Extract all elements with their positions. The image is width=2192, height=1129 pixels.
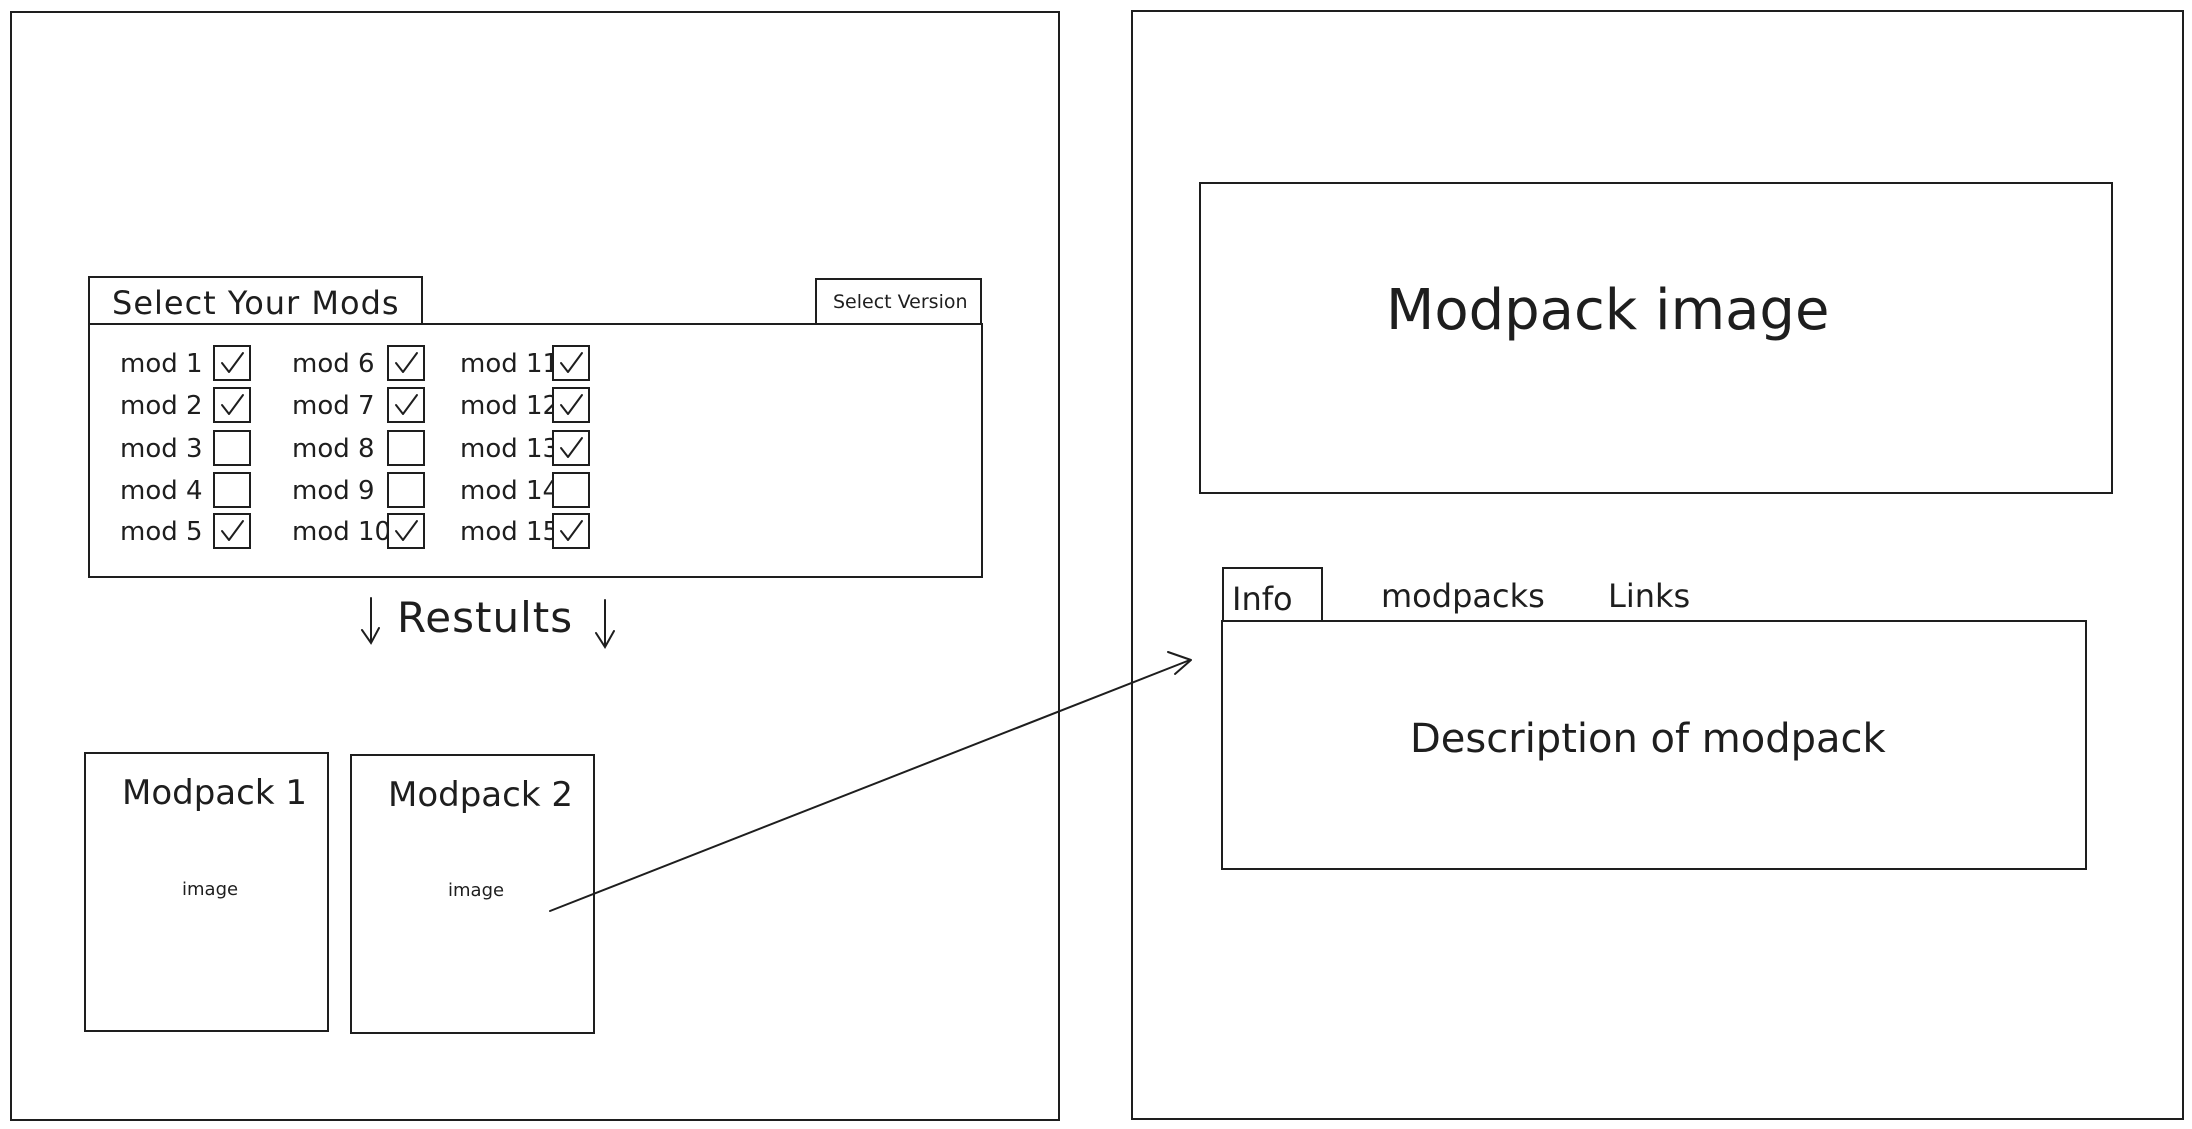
mod-label: mod 12 xyxy=(460,391,560,421)
mod-checkbox[interactable] xyxy=(552,430,590,466)
mod-checkbox[interactable] xyxy=(387,430,425,466)
mod-label: mod 11 xyxy=(460,349,560,379)
mod-checkbox[interactable] xyxy=(387,345,425,381)
mod-label: mod 4 xyxy=(120,476,203,506)
tab-info[interactable]: Info xyxy=(1222,567,1323,622)
mod-checkbox[interactable] xyxy=(213,430,251,466)
mod-checkbox[interactable] xyxy=(387,387,425,423)
modpack-card-2[interactable]: Modpack 2 image xyxy=(350,754,595,1034)
description-text: Description of modpack xyxy=(1410,716,1886,762)
mod-label: mod 10 xyxy=(292,517,392,547)
arrow-down-icon xyxy=(592,598,618,650)
select-version-button[interactable]: Select Version xyxy=(815,278,982,325)
mod-label: mod 5 xyxy=(120,517,203,547)
check-icon xyxy=(395,352,418,373)
left-frame xyxy=(10,11,1060,1121)
select-mods-title: Select Your Mods xyxy=(112,284,400,322)
tab-links[interactable]: Links xyxy=(1608,577,1691,615)
mod-checkbox[interactable] xyxy=(213,387,251,423)
check-icon xyxy=(395,394,418,415)
mod-label: mod 15 xyxy=(460,517,560,547)
mod-checkbox[interactable] xyxy=(552,387,590,423)
mod-checkbox[interactable] xyxy=(552,513,590,549)
select-version-label: Select Version xyxy=(833,291,968,313)
check-icon xyxy=(395,520,418,541)
mod-label: mod 1 xyxy=(120,349,203,379)
modpack-card-title: Modpack 1 xyxy=(122,773,307,813)
mod-label: mod 6 xyxy=(292,349,375,379)
mod-checkbox[interactable] xyxy=(213,472,251,508)
check-icon xyxy=(560,437,583,458)
arrow-down-icon xyxy=(358,596,384,646)
right-frame xyxy=(1131,10,2184,1120)
modpack-image: Modpack image xyxy=(1199,182,2113,494)
mod-label: mod 9 xyxy=(292,476,375,506)
modpack-image-label: Modpack image xyxy=(1386,278,1830,343)
check-icon xyxy=(560,352,583,373)
tab-info-label: Info xyxy=(1232,580,1293,618)
mod-label: mod 14 xyxy=(460,476,560,506)
tab-modpacks[interactable]: modpacks xyxy=(1381,577,1545,615)
mod-label: mod 3 xyxy=(120,434,203,464)
mod-checkbox[interactable] xyxy=(387,513,425,549)
mod-checkbox[interactable] xyxy=(213,513,251,549)
mod-label: mod 8 xyxy=(292,434,375,464)
mod-label: mod 13 xyxy=(460,434,560,464)
description-panel: Description of modpack xyxy=(1221,620,2087,870)
mod-label: mod 2 xyxy=(120,391,203,421)
mod-checkbox[interactable] xyxy=(552,345,590,381)
check-icon xyxy=(560,520,583,541)
select-mods-title-tab: Select Your Mods xyxy=(88,276,423,325)
modpack-card-image: image xyxy=(182,879,239,900)
mod-label: mod 7 xyxy=(292,391,375,421)
check-icon xyxy=(560,394,583,415)
modpack-card-title: Modpack 2 xyxy=(388,775,573,815)
mod-checkbox[interactable] xyxy=(387,472,425,508)
results-heading: Restults xyxy=(397,593,574,642)
modpack-card-1[interactable]: Modpack 1 image xyxy=(84,752,329,1032)
modpack-card-image: image xyxy=(448,880,505,901)
check-icon xyxy=(221,394,244,415)
check-icon xyxy=(221,352,244,373)
check-icon xyxy=(221,520,244,541)
mod-checkbox[interactable] xyxy=(213,345,251,381)
mod-checkbox[interactable] xyxy=(552,472,590,508)
